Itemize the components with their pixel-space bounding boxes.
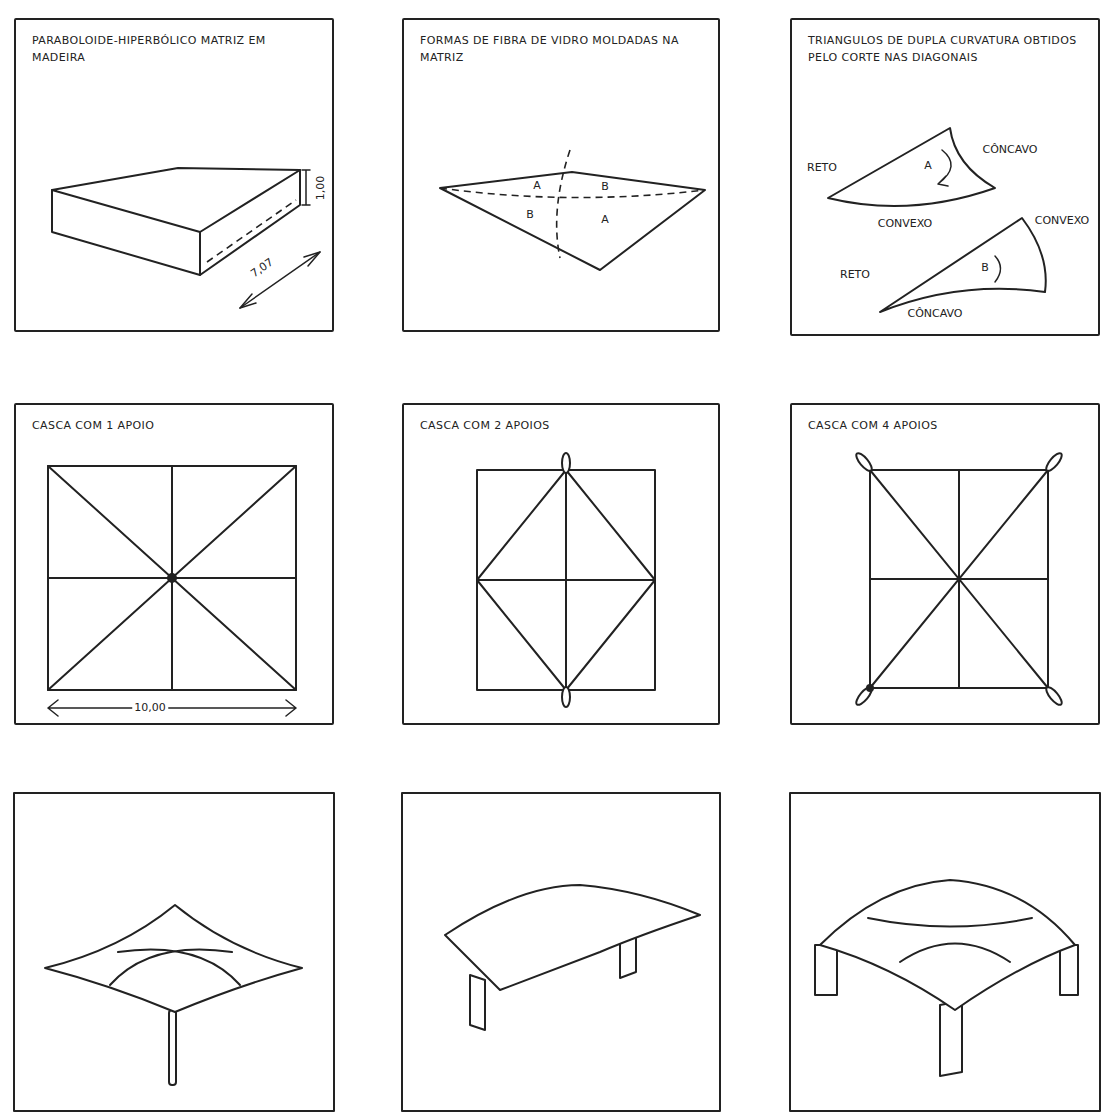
panel-heading: CASCA COM 4 APOIOS xyxy=(792,405,1098,434)
cut-diagonal xyxy=(557,150,570,258)
sketch-panel: CASCA COM 2 APOIOS xyxy=(402,403,720,725)
wall-support xyxy=(1060,945,1078,995)
sketch-panel: CASCA COM 1 APOIO xyxy=(14,403,334,725)
sketch-panel: PARABOLOIDE-HIPERBÓLICO MATRIZ EM MADEIR… xyxy=(14,18,334,332)
sketch-annotation: B xyxy=(599,180,611,193)
saddle-shell xyxy=(445,885,700,990)
support xyxy=(562,453,570,473)
dimension-arrows xyxy=(240,252,320,308)
shell-seams xyxy=(110,949,240,985)
sketch-panel: CASCA COM 4 APOIOS xyxy=(790,403,1100,725)
cut-diagonal xyxy=(440,188,705,198)
sketch-annotation: B xyxy=(524,208,536,221)
sketch-annotation: CÔNCAVO xyxy=(980,143,1039,156)
sketch-annotation: A xyxy=(922,159,934,172)
wall-support xyxy=(815,945,837,995)
panel-heading: TRIANGULOS DE DUPLA CURVATURA OBTIDOS PE… xyxy=(792,20,1098,66)
sketch-panel: TRIANGULOS DE DUPLA CURVATURA OBTIDOS PE… xyxy=(790,18,1100,336)
umbrella-shell xyxy=(45,905,302,1012)
shell-plan xyxy=(48,466,296,690)
shell-plan xyxy=(870,470,1048,688)
sketch-annotation: 10,00 xyxy=(132,701,168,714)
panel-heading: PARABOLOIDE-HIPERBÓLICO MATRIZ EM MADEIR… xyxy=(16,20,332,66)
mould-top-face xyxy=(52,168,300,232)
support xyxy=(854,451,874,473)
sketch-annotation: A xyxy=(531,179,543,192)
panel-frame xyxy=(14,793,334,1111)
rotation-arrow xyxy=(938,150,951,186)
mould-left-face xyxy=(52,190,200,275)
plan-lines xyxy=(870,470,1048,688)
support xyxy=(1044,451,1064,473)
triangle-b xyxy=(880,218,1046,312)
panel-heading: CASCA COM 2 APOIOS xyxy=(404,405,718,434)
column xyxy=(169,1010,176,1085)
shell-seams xyxy=(868,918,1032,962)
panel-heading: FORMAS DE FIBRA DE VIDRO MOLDADAS NA MAT… xyxy=(404,20,718,66)
plan-lines xyxy=(48,466,296,690)
support xyxy=(562,687,570,707)
support xyxy=(1044,685,1064,707)
sketch-annotation: A xyxy=(599,213,611,226)
mould-right-face xyxy=(200,170,300,275)
triangle-a xyxy=(828,128,995,206)
vault-shell xyxy=(820,880,1075,1010)
support-point xyxy=(167,573,177,583)
height-dimension xyxy=(302,170,310,205)
wall-support xyxy=(940,1001,962,1076)
wall-support xyxy=(470,975,485,1030)
sketch-annotation: B xyxy=(979,261,991,274)
fibreglass-form xyxy=(440,172,705,270)
sketch-annotation: RETO xyxy=(805,161,839,174)
sketch-annotation: RETO xyxy=(838,268,872,281)
mould-diagonal xyxy=(207,200,296,262)
sketch-annotation: CONVEXO xyxy=(1033,214,1092,227)
sketch-annotation: 1,00 xyxy=(314,174,327,203)
sketch-annotation: CÔNCAVO xyxy=(905,307,964,320)
sketch-annotation: 7,07 xyxy=(247,254,278,281)
shell-plan xyxy=(477,470,655,690)
rotation-arrow xyxy=(995,256,1001,282)
length-dimension xyxy=(240,252,320,308)
panel-frame xyxy=(402,793,720,1111)
span-dimension xyxy=(48,700,296,716)
panel-frame xyxy=(790,793,1100,1111)
sketch-panel: FORMAS DE FIBRA DE VIDRO MOLDADAS NA MAT… xyxy=(402,18,720,332)
panel-heading: CASCA COM 1 APOIO xyxy=(16,405,332,434)
plan-lines xyxy=(477,470,655,690)
sketch-annotation: CONVEXO xyxy=(876,217,935,230)
support-point xyxy=(866,684,874,692)
